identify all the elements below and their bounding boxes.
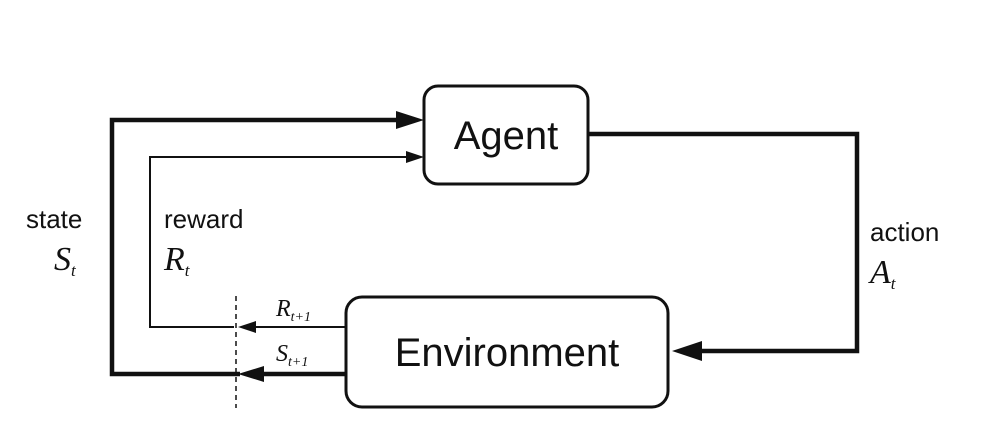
agent-box: [422, 84, 590, 186]
action-line: [588, 131, 860, 354]
state-symbol-subscript: t: [71, 261, 77, 280]
reward-symbol-subscript: t: [185, 261, 191, 280]
action-label: action: [870, 217, 939, 247]
reward-loop-line: [149, 156, 408, 328]
action-symbol: At: [868, 254, 897, 293]
environment-label: Environment: [395, 331, 620, 375]
state-symbol: St: [54, 241, 77, 280]
state-symbol-letter: S: [54, 241, 71, 278]
next-state-symbol: St+1: [276, 341, 308, 370]
reward-symbol: Rt: [163, 241, 191, 280]
reward-symbol-letter: R: [163, 241, 185, 278]
next-reward-arrowhead: [238, 321, 256, 333]
state-loop-line: [109, 117, 398, 377]
state-arrowhead: [396, 111, 424, 129]
next-state-arrowhead: [238, 366, 264, 382]
action-symbol-letter: A: [868, 254, 891, 291]
action-symbol-subscript: t: [891, 274, 897, 293]
reward-label: reward: [164, 204, 243, 234]
next-state-symbol-letter: S: [276, 341, 288, 367]
state-label: state: [26, 204, 82, 234]
next-reward-symbol-subscript: t+1: [291, 310, 311, 325]
environment-box: [344, 295, 670, 409]
agent-label: Agent: [454, 114, 559, 158]
reward-arrowhead: [406, 151, 424, 163]
next-reward-symbol: Rt+1: [275, 296, 311, 325]
next-reward-symbol-letter: R: [275, 296, 291, 322]
next-state-symbol-subscript: t+1: [288, 355, 308, 370]
action-arrowhead: [672, 341, 702, 361]
